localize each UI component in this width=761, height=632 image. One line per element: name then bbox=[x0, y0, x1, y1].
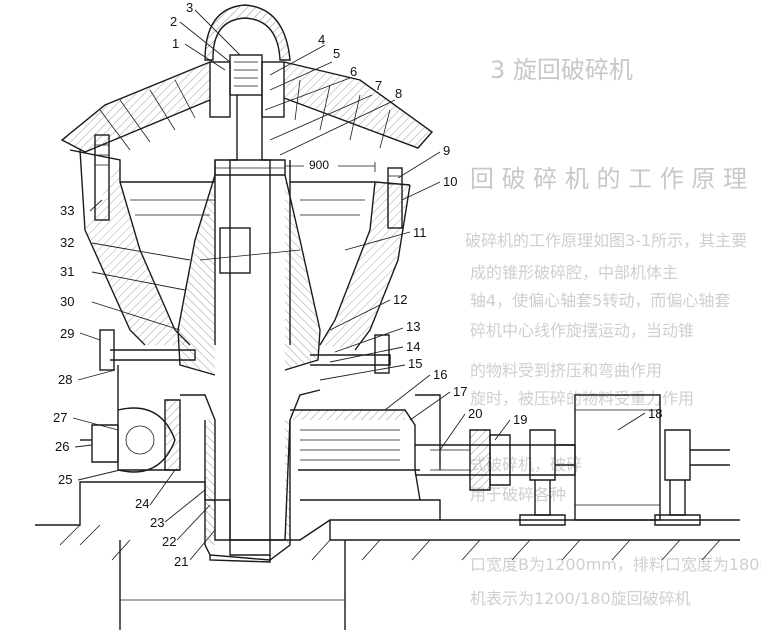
bleed-line-7: 式破碎机，破碎 bbox=[470, 455, 582, 474]
part-label-26: 26 bbox=[55, 439, 69, 454]
part-label-9: 9 bbox=[443, 143, 450, 158]
dimension-label: 900 bbox=[309, 158, 329, 172]
lower-frame bbox=[117, 365, 421, 541]
part-label-19: 19 bbox=[513, 412, 527, 427]
motor-assembly bbox=[519, 394, 730, 526]
bleed-line-10: 机表示为1200/180旋回破碎机 bbox=[470, 589, 691, 608]
part-label-5: 5 bbox=[333, 46, 340, 61]
spider-cap bbox=[204, 4, 291, 118]
part-label-8: 8 bbox=[395, 86, 402, 101]
upper-frame-right bbox=[289, 160, 411, 351]
mid-bolts bbox=[99, 329, 391, 374]
leader-lines bbox=[72, 9, 646, 561]
part-label-17: 17 bbox=[453, 384, 467, 399]
bleed-line-1: 破碎机的工作原理如图3-1所示，其主要 bbox=[465, 231, 747, 250]
bleed-heading: 回 破 碎 机 的 工 作 原 理 bbox=[470, 165, 747, 193]
main-shaft bbox=[177, 95, 321, 556]
part-label-14: 14 bbox=[406, 339, 420, 354]
bleed-line-9: 口宽度B为1200mm，排料口宽度为180mm时 bbox=[470, 555, 761, 574]
part-label-6: 6 bbox=[350, 64, 357, 79]
spider-arms bbox=[60, 61, 434, 153]
bleed-through-text: 3 旋回破碎机 回 破 碎 机 的 工 作 原 理 破碎机的工作原理如图3-1所… bbox=[465, 56, 761, 608]
part-label-3: 3 bbox=[186, 0, 193, 15]
part-label-11: 11 bbox=[413, 225, 427, 240]
bleed-title: 3 旋回破碎机 bbox=[490, 56, 633, 84]
bleed-line-4: 碎机中心线作旋摆运动，当动锥 bbox=[470, 321, 694, 340]
motor-body bbox=[574, 394, 661, 521]
part-label-25: 25 bbox=[58, 472, 72, 487]
shaft-section-box bbox=[219, 227, 251, 274]
bleed-line-6: 旋时，被压碎的物料受重力作用 bbox=[470, 389, 694, 408]
part-label-32: 32 bbox=[60, 235, 74, 250]
bleed-line-8: 用于破碎各种 bbox=[470, 485, 566, 504]
part-label-21: 21 bbox=[174, 554, 188, 569]
dimension-900: 900 bbox=[284, 157, 376, 172]
eccentric-bushing bbox=[204, 420, 291, 563]
part-label-7: 7 bbox=[375, 78, 382, 93]
part-label-18: 18 bbox=[648, 406, 662, 421]
part-label-2: 2 bbox=[170, 14, 177, 29]
part-label-30: 30 bbox=[60, 294, 74, 309]
part-label-24: 24 bbox=[135, 496, 149, 511]
part-labels: 1 2 3 4 5 6 7 8 9 10 11 12 13 14 15 16 1… bbox=[53, 0, 662, 569]
part-label-16: 16 bbox=[433, 367, 447, 382]
bleed-line-2: 成的锥形破碎腔，中部机体主 bbox=[470, 263, 678, 282]
bleed-line-3: 轴4，使偏心轴套5转动，而偏心轴套 bbox=[470, 291, 730, 310]
part-label-29: 29 bbox=[60, 326, 74, 341]
part-label-10: 10 bbox=[443, 174, 457, 189]
foundation bbox=[35, 481, 740, 630]
part-label-12: 12 bbox=[393, 292, 407, 307]
part-label-28: 28 bbox=[58, 372, 72, 387]
pinion-housing-left bbox=[80, 407, 176, 473]
bleed-line-5: 的物料受到挤压和弯曲作用 bbox=[470, 361, 662, 380]
part-label-27: 27 bbox=[53, 410, 67, 425]
part-label-1: 1 bbox=[172, 36, 179, 51]
part-label-31: 31 bbox=[60, 264, 74, 279]
part-label-15: 15 bbox=[408, 356, 422, 371]
top-nut bbox=[229, 54, 263, 96]
part-label-23: 23 bbox=[150, 515, 164, 530]
part-label-4: 4 bbox=[318, 32, 325, 47]
part-label-33: 33 bbox=[60, 203, 74, 218]
part-label-20: 20 bbox=[468, 406, 482, 421]
part-label-13: 13 bbox=[406, 319, 420, 334]
part-label-22: 22 bbox=[162, 534, 176, 549]
